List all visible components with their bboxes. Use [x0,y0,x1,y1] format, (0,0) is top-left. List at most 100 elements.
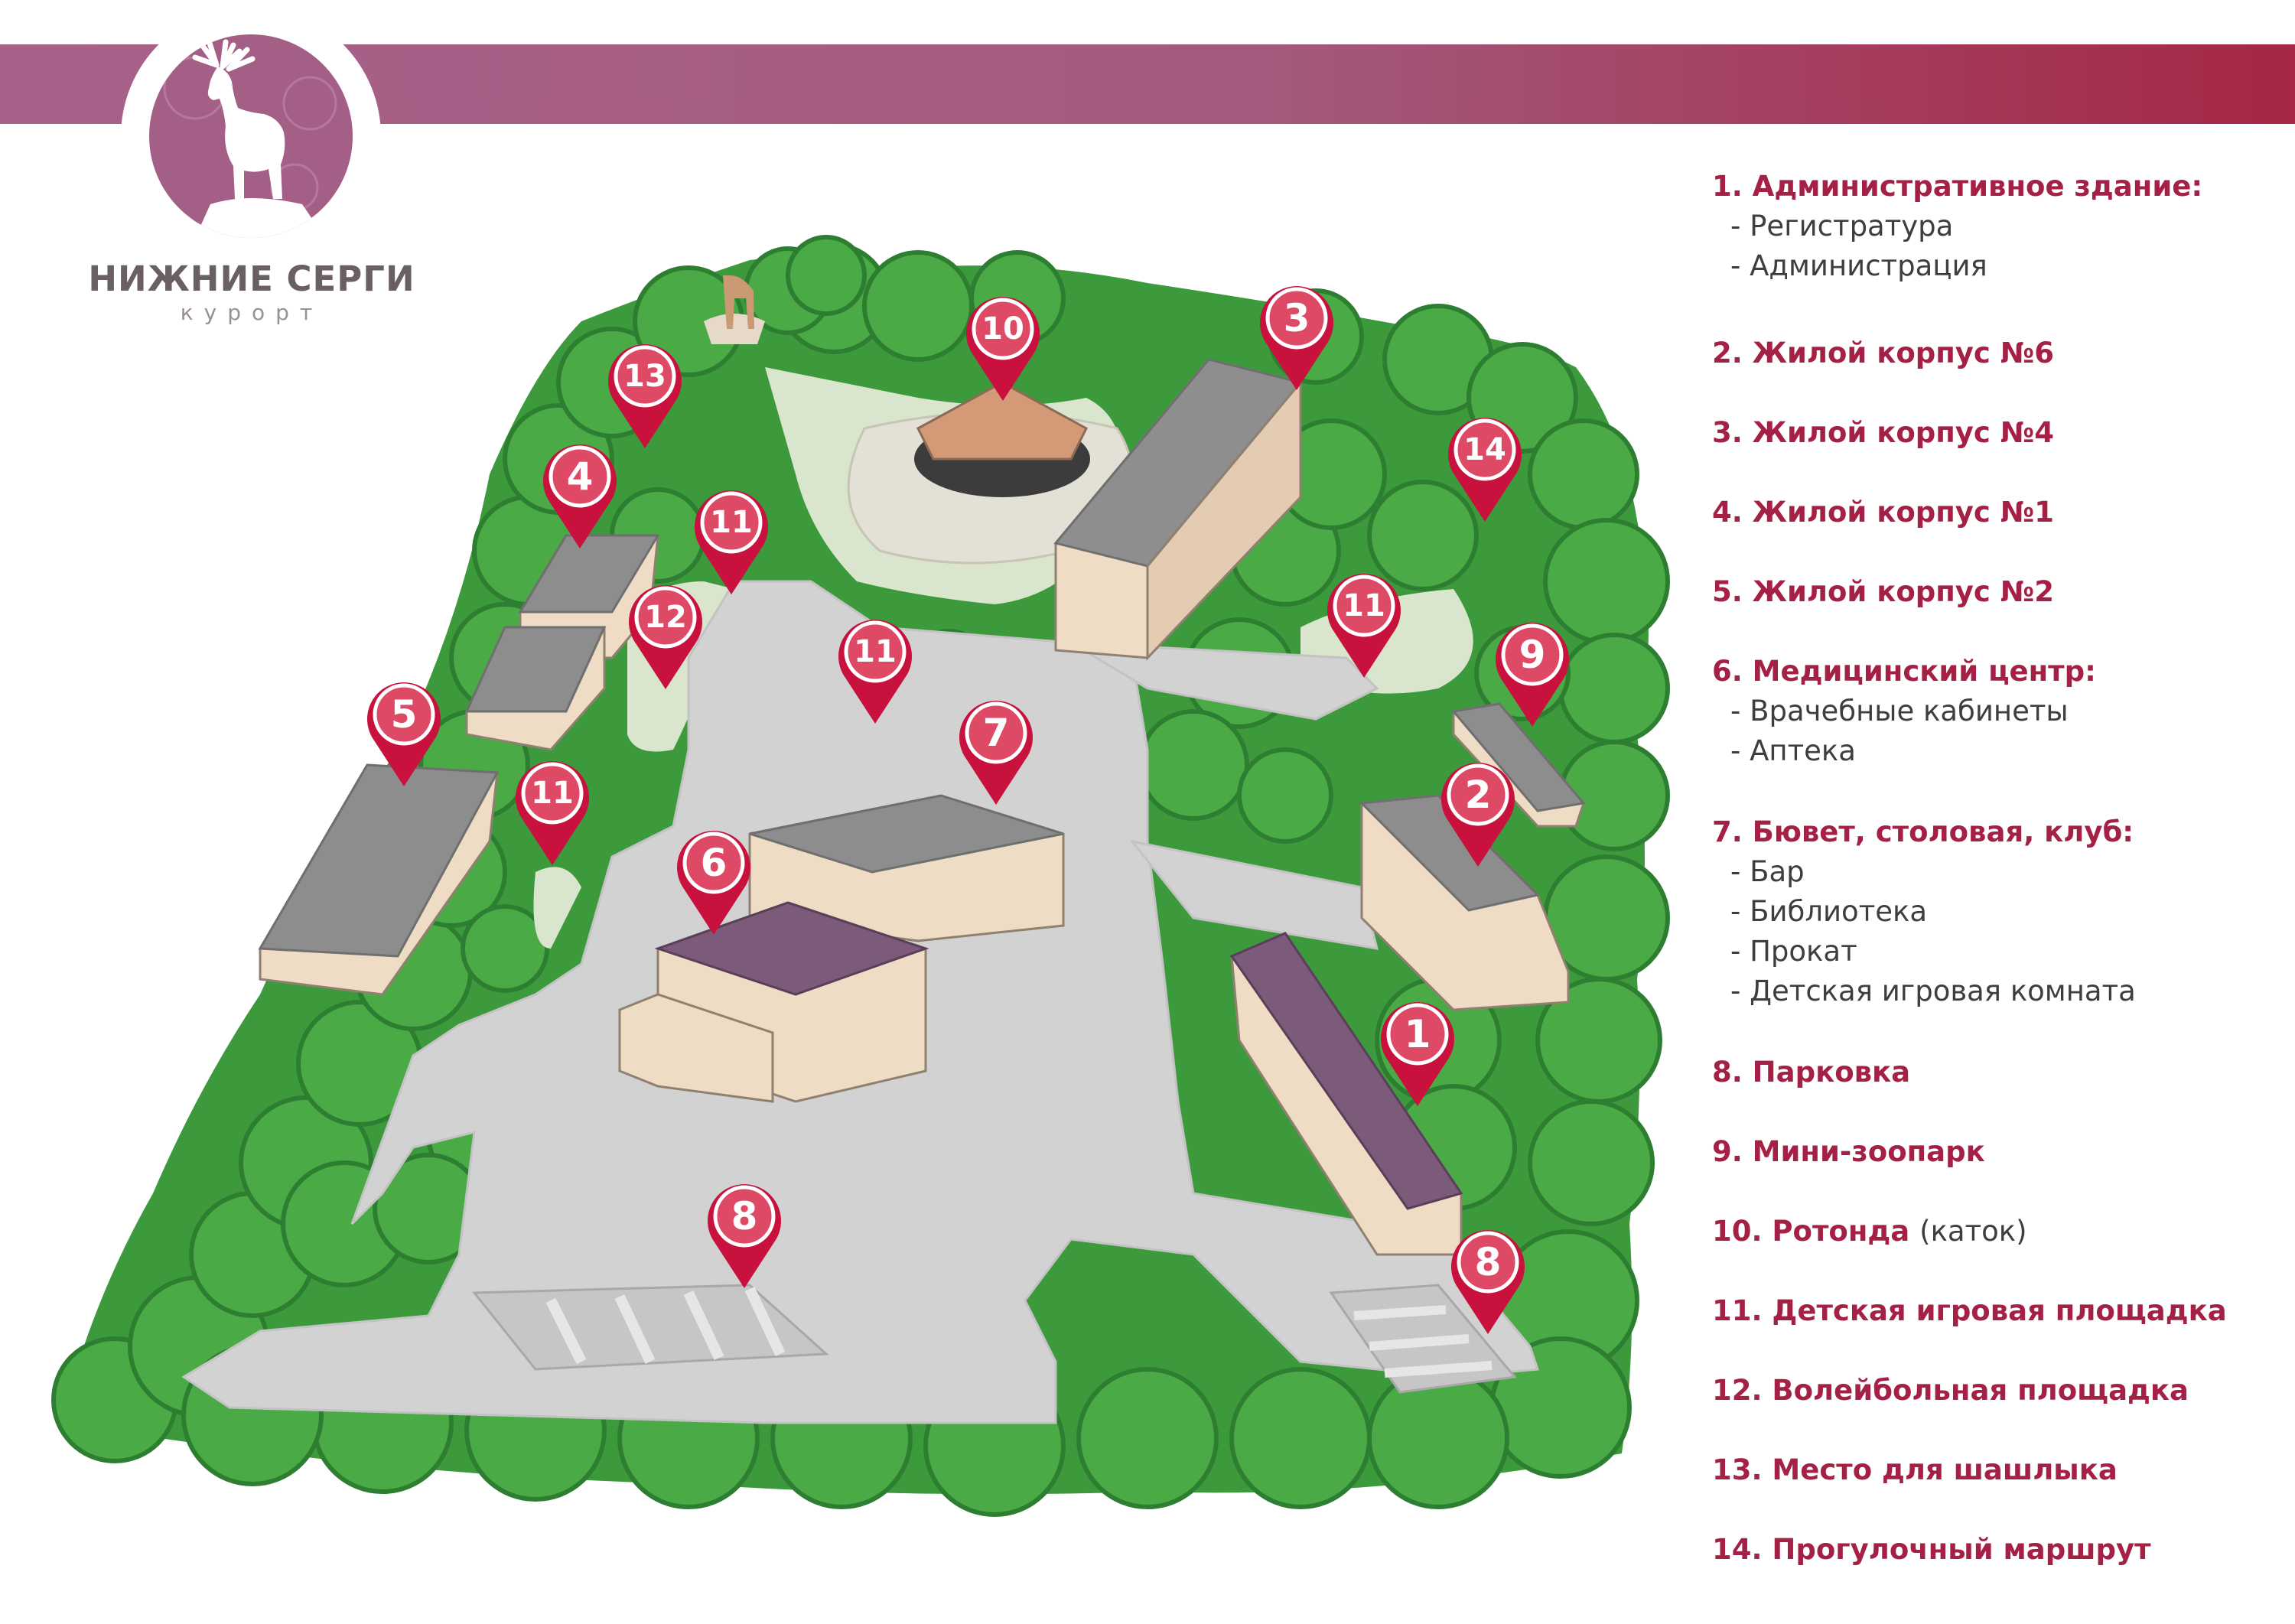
marker-label: 13 [623,359,666,394]
marker-11e-pin[interactable]: 11 [512,753,593,868]
legend-title: 9. Мини-зоопарк [1712,1132,2293,1172]
legend-title-text: 10. Ротонда [1712,1215,1910,1248]
legend-title-text: 5. Жилой корпус №2 [1712,575,2054,608]
legend-subitem: - Бар [1730,855,1805,888]
legend-title: 13. Место для шашлыка [1712,1450,2293,1490]
legend-title: 6. Медицинский центр: [1712,652,2293,692]
legend-item-1: 1. Административное здание:- Регистратур… [1712,167,2293,286]
legend-item-3: 3. Жилой корпус №4 [1712,413,2293,453]
map-pin-icon [1496,623,1569,727]
legend-item-2: 2. Жилой корпус №6 [1712,334,2293,373]
brand-subtitle: курорт [180,300,324,325]
marker-7-pin[interactable]: 7 [955,693,1037,808]
map-pin-icon [543,444,617,548]
legend-item-11: 11. Детская игровая площадка [1712,1291,2293,1331]
building-4 [464,534,660,751]
marker-1-pin[interactable]: 1 [1377,994,1458,1109]
legend-title-text: 6. Медицинский центр: [1712,655,2096,688]
legend-title: 1. Административное здание: [1712,167,2293,207]
legend-subitem: - Врачебные кабинеты [1730,695,2069,727]
map-pin-icon [838,620,912,724]
marker-label: 3 [1283,296,1310,340]
marker-8a-pin[interactable]: 8 [704,1177,785,1291]
parking-lot-east [1329,1284,1517,1394]
legend-item-9: 9. Мини-зоопарк [1712,1132,2293,1172]
marker-11d-pin[interactable]: 11 [691,483,772,597]
legend-item-8: 8. Парковка [1712,1053,2293,1092]
marker-label: 11 [854,634,897,669]
marker-label: 12 [644,600,687,635]
marker-6-pin[interactable]: 6 [673,823,754,938]
legend-item-12: 12. Волейбольная площадка [1712,1371,2293,1411]
legend-item-7: 7. Бювет, столовая, клуб: - Бар - Библиоте… [1712,812,2293,1011]
map-pin-icon [1327,574,1401,678]
map-pin-icon [1451,1230,1525,1334]
building-7 [748,794,1065,942]
header-banner [0,44,2295,124]
brand-name: НИЖНИЕ СЕРГИ [88,259,415,299]
moose-statue [704,275,765,344]
map-pin-icon [629,585,702,689]
marker-5-pin[interactable]: 5 [363,675,444,789]
marker-label: 11 [1343,588,1385,623]
marker-label: 10 [981,311,1024,347]
marker-label: 14 [1463,432,1506,467]
legend-title-text: 14. Прогулочный маршрут [1712,1533,2151,1566]
map-pin-icon [1260,286,1333,390]
moose-icon [149,34,353,238]
building-3 [1053,358,1303,661]
marker-label: 5 [390,692,418,737]
marker-2-pin[interactable]: 2 [1437,755,1519,870]
map-pin-icon [608,344,682,448]
marker-14-pin[interactable]: 14 [1444,410,1525,525]
map-pin-icon [1381,1002,1454,1106]
marker-label: 4 [566,454,594,499]
legend-title-text: 3. Жилой корпус №4 [1712,416,2054,449]
legend-note: (каток) [1919,1215,2027,1248]
legend-title-text: 4. Жилой корпус №1 [1712,496,2054,529]
building-5 [258,763,500,996]
legend-subitem: - Администрация [1730,249,1987,282]
building-6 [618,901,929,1103]
marker-8b-pin[interactable]: 8 [1447,1222,1528,1337]
marker-10-pin[interactable]: 10 [962,289,1043,404]
legend-title: 8. Парковка [1712,1053,2293,1092]
marker-11c-pin[interactable]: 11 [1323,566,1405,681]
marker-label: 8 [731,1194,758,1238]
marker-4-pin[interactable]: 4 [539,437,620,552]
marker-13-pin[interactable]: 13 [604,337,685,451]
legend-item-14: 14. Прогулочный маршрут [1712,1530,2293,1570]
legend-title-text: 13. Место для шашлыка [1712,1453,2118,1486]
map-pin-icon [367,682,441,786]
marker-label: 11 [710,505,753,540]
map-pin-icon [708,1184,781,1288]
legend-title-text: 7. Бювет, столовая, клуб: [1712,815,2134,848]
legend-title: 7. Бювет, столовая, клуб: [1712,812,2293,852]
legend-item-5: 5. Жилой корпус №2 [1712,572,2293,612]
legend-title: 5. Жилой корпус №2 [1712,572,2293,612]
map-pin-icon [959,701,1033,805]
legend-title-text: 8. Парковка [1712,1056,1911,1089]
marker-label: 6 [700,841,728,885]
marker-11b-pin[interactable]: 11 [835,612,916,727]
legend-subitem: - Аптека [1730,734,1856,767]
legend-title-text: 11. Детская игровая площадка [1712,1294,2227,1327]
legend-item-6: 6. Медицинский центр: - Врачебные кабинет… [1712,652,2293,771]
marker-3-pin[interactable]: 3 [1256,278,1337,393]
parking-lot-main [471,1284,829,1371]
legend-subitem: - Библиотека [1730,895,1928,928]
legend-title: 10. Ротонда (каток) [1712,1212,2293,1251]
legend-title-text: 1. Административное здание: [1712,170,2203,203]
marker-label: 7 [982,711,1010,755]
legend-title: 11. Детская игровая площадка [1712,1291,2293,1331]
marker-12-pin[interactable]: 12 [625,578,706,692]
building-2 [1359,794,1570,1011]
map-pin-icon [1441,763,1515,867]
legend-item-4: 4. Жилой корпус №1 [1712,493,2293,532]
legend-subitem: - Детская игровая комната [1730,975,2136,1007]
marker-label: 8 [1474,1240,1502,1284]
legend-item-10: 10. Ротонда (каток) [1712,1212,2293,1251]
marker-9-pin[interactable]: 9 [1492,615,1573,730]
legend-title-text: 9. Мини-зоопарк [1712,1135,1985,1168]
